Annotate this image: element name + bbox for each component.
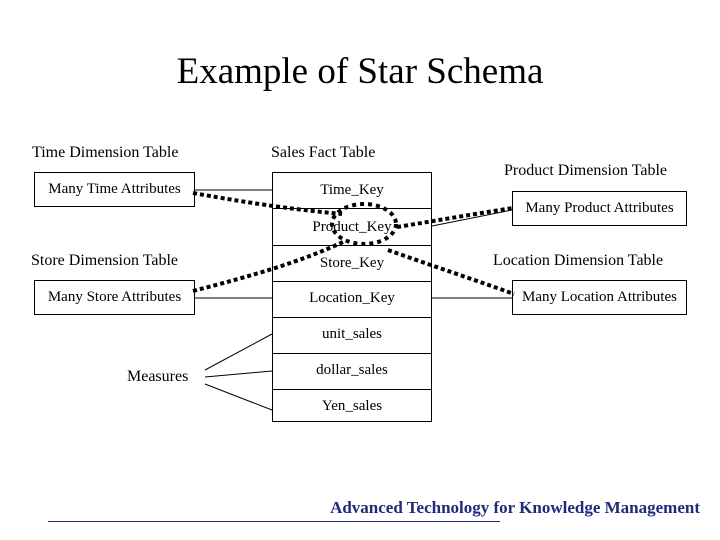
fact-table-box: Time_Key Product_Key Store_Key Location_… — [272, 172, 432, 422]
product-attributes-label: Many Product Attributes — [525, 200, 674, 216]
product-attributes-box: Many Product Attributes — [512, 191, 687, 226]
footer-text: Advanced Technology for Knowledge Manage… — [330, 498, 700, 517]
location-dimension-title: Location Dimension Table — [493, 252, 664, 269]
location-key-link — [387, 248, 515, 296]
measures-connector-unit — [204, 333, 273, 371]
footer-rule — [48, 521, 500, 522]
fact-row-product-key: Product_Key — [312, 219, 392, 235]
time-dimension-title: Time Dimension Table — [32, 144, 179, 161]
slide-title: Example of Star Schema — [176, 51, 544, 92]
fact-table-title: Sales Fact Table — [271, 144, 376, 161]
fact-row-unit-sales: unit_sales — [322, 326, 382, 342]
time-key-link — [192, 191, 343, 216]
fact-row-yen-sales: Yen_sales — [321, 398, 383, 414]
time-attributes-box: Many Time Attributes — [34, 172, 195, 207]
fact-row-dollar-sales: dollar_sales — [316, 362, 388, 378]
product-key-highlight — [330, 202, 398, 246]
store-attributes-label: Many Store Attributes — [47, 289, 182, 305]
store-attributes-box: Many Store Attributes — [34, 280, 195, 315]
product-key-link — [396, 206, 514, 229]
product-dimension-title: Product Dimension Table — [504, 162, 668, 179]
time-attributes-label: Many Time Attributes — [48, 181, 181, 197]
location-attributes-box: Many Location Attributes — [512, 280, 687, 315]
measures-label: Measures — [127, 368, 189, 385]
product-connector — [431, 209, 513, 227]
measures-connector-dollar — [204, 370, 273, 378]
fact-row-time-key: Time_Key — [320, 182, 384, 198]
location-attributes-label: Many Location Attributes — [522, 289, 677, 305]
store-dimension-title: Store Dimension Table — [31, 252, 179, 269]
fact-row-location-key: Location_Key — [309, 290, 395, 306]
measures-connector-yen — [204, 383, 273, 411]
fact-row-store-key: Store_Key — [319, 255, 385, 271]
store-key-link — [192, 240, 344, 293]
